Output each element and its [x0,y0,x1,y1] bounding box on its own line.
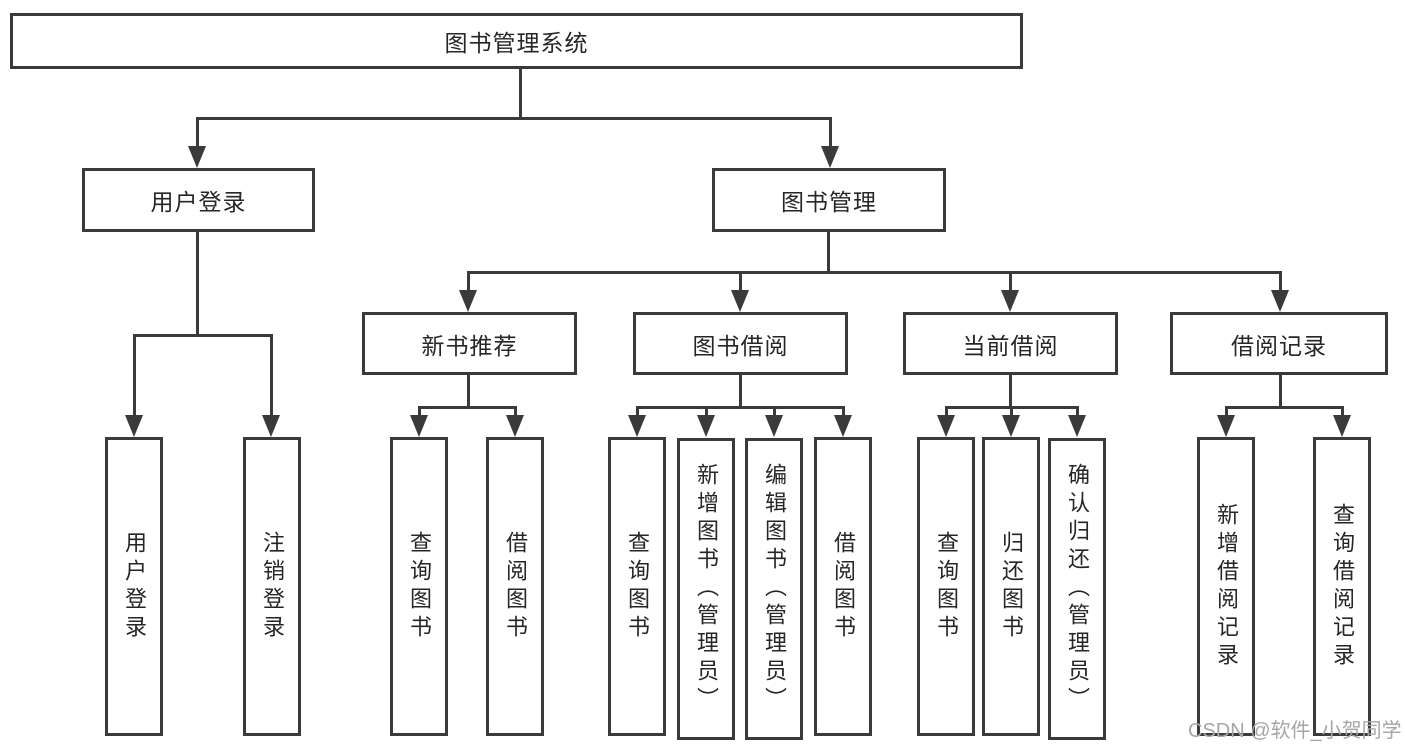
arrowhead-icon [1001,290,1019,312]
leaf-records-query-record-label: 查询借阅记录 [1330,502,1355,671]
leaf-borrow-edit-books-admin-label: 编辑图书（管理员） [762,463,787,715]
connector-segment [418,406,516,409]
arrowhead-icon [628,415,646,437]
connector-segment [1225,406,1343,409]
node-current-borrow-label: 当前借阅 [962,332,1059,359]
leaf-logout: 注销登录 [243,437,301,736]
connector-segment [467,271,470,293]
connector-segment [636,406,844,409]
node-new-book-recommend-label: 新书推荐 [421,332,518,359]
connector-segment [945,406,948,417]
connector-segment [467,271,1281,274]
arrowhead-icon [1333,415,1351,437]
connector-segment [1010,406,1013,417]
leaf-user-login-label: 用户登录 [122,530,147,643]
node-user-login-label: 用户登录 [150,189,247,215]
leaf-current-confirm-return-admin-label: 确认归还（管理员） [1065,463,1090,715]
connector-segment [773,406,776,417]
connector-segment [418,406,421,417]
leaf-recommend-query-books-label: 查询图书 [407,530,432,643]
arrowhead-icon [506,415,524,437]
leaf-borrow-borrow-books: 借阅图书 [814,437,872,736]
leaf-borrow-add-books-admin-label: 新增图书（管理员） [694,463,719,715]
connector-segment [196,117,199,149]
leaf-borrow-borrow-books-label: 借阅图书 [831,530,856,643]
node-book-management: 图书管理 [712,168,946,232]
node-root: 图书管理系统 [10,13,1023,69]
connector-segment [1076,406,1079,417]
connector-segment [1009,271,1012,293]
node-borrow-records-label: 借阅记录 [1231,332,1327,359]
connector-segment [133,334,136,417]
connector-segment [514,406,517,417]
leaf-borrow-query-books: 查询图书 [608,437,666,736]
connector-segment [827,232,830,274]
connector-segment [133,334,273,337]
connector-segment [739,271,742,293]
connector-segment [636,406,639,417]
leaf-current-return-books-label: 归还图书 [999,530,1024,643]
leaf-records-add-record-label: 新增借阅记录 [1214,502,1239,671]
connector-segment [1225,406,1228,417]
arrowhead-icon [125,415,143,437]
connector-segment [519,68,522,119]
arrowhead-icon [459,290,477,312]
node-new-book-recommend: 新书推荐 [362,312,577,375]
arrowhead-icon [821,146,839,168]
connector-segment [1341,406,1344,417]
connector-segment [196,232,199,337]
connector-segment [1279,375,1282,409]
connector-segment [1279,271,1282,293]
node-book-borrow-label: 图书借阅 [692,332,789,359]
arrowhead-icon [697,415,715,437]
arrowhead-icon [765,415,783,437]
node-root-label: 图书管理系统 [444,30,589,56]
leaf-current-return-books: 归还图书 [982,437,1040,736]
leaf-records-add-record: 新增借阅记录 [1197,437,1255,736]
arrowhead-icon [1002,415,1020,437]
connector-segment [842,406,845,417]
arrowhead-icon [1217,415,1235,437]
leaf-user-login: 用户登录 [105,437,163,736]
node-borrow-records: 借阅记录 [1170,312,1388,375]
leaf-current-query-books-label: 查询图书 [934,530,959,643]
connector-segment [467,375,470,409]
connector-segment [705,406,708,417]
node-current-borrow: 当前借阅 [903,312,1118,375]
connector-segment [196,117,832,120]
node-user-login: 用户登录 [82,168,315,232]
leaf-borrow-query-books-label: 查询图书 [625,530,650,643]
arrowhead-icon [410,415,428,437]
leaf-recommend-borrow-books: 借阅图书 [486,437,544,736]
leaf-borrow-add-books-admin: 新增图书（管理员） [677,438,735,740]
leaf-current-confirm-return-admin: 确认归还（管理员） [1048,438,1106,740]
connector-segment [739,375,742,409]
arrowhead-icon [731,290,749,312]
leaf-logout-label: 注销登录 [260,530,285,643]
connector-segment [270,334,273,417]
arrowhead-icon [834,415,852,437]
leaf-recommend-query-books: 查询图书 [390,437,448,736]
leaf-recommend-borrow-books-label: 借阅图书 [503,530,528,643]
csdn-watermark: CSDN @软件_小贺同学 [1188,720,1402,742]
arrowhead-icon [1068,415,1086,437]
arrowhead-icon [188,146,206,168]
node-book-management-label: 图书管理 [781,189,877,215]
leaf-borrow-edit-books-admin: 编辑图书（管理员） [745,438,803,740]
node-book-borrow: 图书借阅 [633,312,848,375]
arrowhead-icon [1271,290,1289,312]
leaf-records-query-record: 查询借阅记录 [1313,437,1371,736]
arrowhead-icon [262,415,280,437]
arrowhead-icon [937,415,955,437]
leaf-current-query-books: 查询图书 [917,437,975,736]
connector-segment [1009,375,1012,409]
connector-segment [829,117,832,149]
